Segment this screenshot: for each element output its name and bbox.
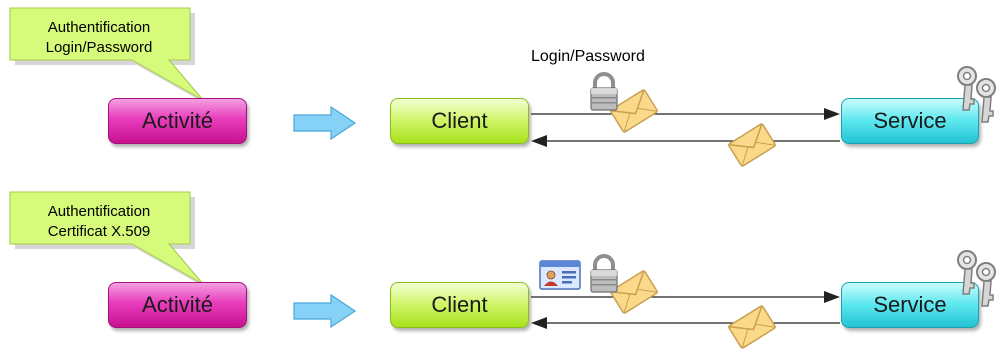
protocol-label: Login/Password — [531, 48, 645, 65]
service-box: Service — [841, 98, 979, 144]
callout-certificat-x509: Authentification Certificat X.509 — [6, 190, 208, 289]
envelope-icon — [727, 122, 777, 168]
lock-icon — [589, 72, 619, 112]
callout-title: Authentification — [47, 203, 151, 220]
client-label: Client — [431, 108, 488, 133]
client-label: Client — [431, 292, 488, 317]
certificate-card-icon — [539, 260, 581, 290]
activite-label: Activité — [142, 108, 213, 133]
request-line — [531, 108, 840, 120]
keys-icon — [957, 250, 996, 307]
keys-icon — [957, 66, 996, 123]
callout-title: Authentification — [47, 19, 151, 36]
client-box: Client — [390, 282, 529, 328]
activite-box: Activité — [108, 98, 247, 144]
envelope-icon — [727, 304, 777, 349]
request-line — [531, 291, 840, 303]
service-label: Service — [873, 108, 947, 133]
client-box: Client — [390, 98, 529, 144]
lock-icon — [589, 254, 619, 294]
callout-subtitle: Login/Password — [45, 39, 153, 56]
service-box: Service — [841, 282, 979, 328]
activite-label: Activité — [142, 292, 213, 317]
callout-login-password: Authentification Login/Password — [6, 6, 208, 105]
flow-arrow-icon — [293, 105, 357, 141]
flow-arrow-icon — [293, 293, 357, 329]
response-line — [531, 317, 840, 329]
activite-box: Activité — [108, 282, 247, 328]
service-label: Service — [873, 292, 947, 317]
callout-subtitle: Certificat X.509 — [47, 223, 151, 240]
response-line — [531, 135, 840, 147]
